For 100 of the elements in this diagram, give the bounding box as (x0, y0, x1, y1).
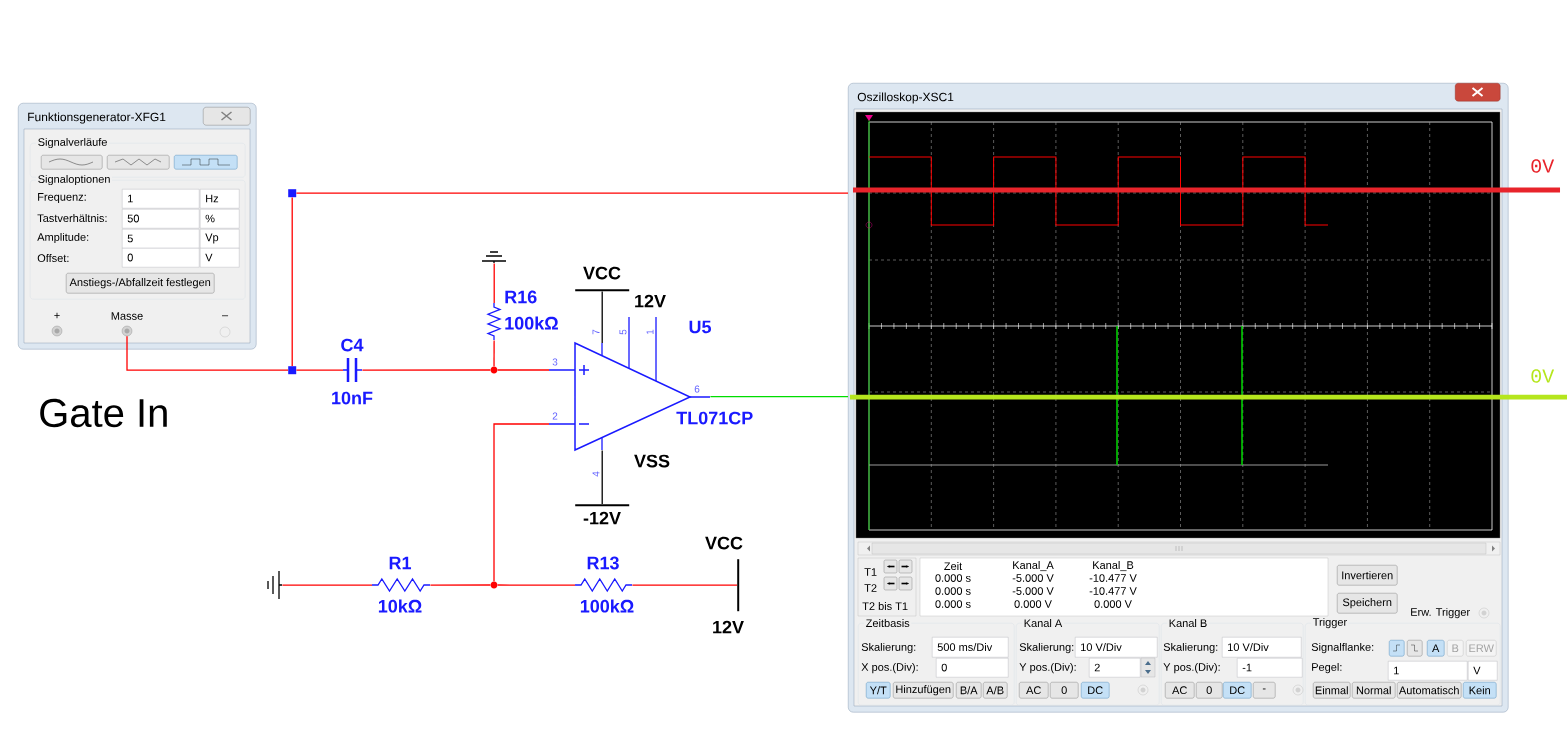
input-field: V (1468, 661, 1498, 681)
supply-value: 12V (635, 294, 666, 308)
button: DC (1223, 682, 1252, 699)
button: AC (1165, 682, 1195, 699)
input-field: 0 (936, 658, 1009, 678)
field-label: Skalierung: (861, 642, 916, 654)
node-label: – (221, 315, 229, 317)
cursor-label: T1 (864, 568, 877, 576)
wire (497, 369, 550, 371)
supply-label: VCC (583, 266, 621, 280)
button: A/B (983, 682, 1008, 699)
pin-number: 1 (646, 329, 654, 334)
button: Invertieren (1337, 565, 1398, 586)
input-field: Hz (200, 189, 240, 209)
button: Hinzufügen (893, 682, 954, 699)
button: Einmal (1313, 682, 1351, 699)
pin-number: 3 (552, 358, 558, 366)
wire (361, 369, 491, 371)
input-field: 10 V/Div (1075, 637, 1158, 658)
terminal: Masse (111, 312, 143, 337)
button: ERW (1466, 640, 1497, 657)
component-label: R13 (587, 556, 619, 570)
wire (429, 584, 491, 586)
part-number: TL071CP (676, 411, 753, 425)
readout-value: -5.000 V (1012, 587, 1054, 595)
wire (631, 584, 738, 586)
pin-number: 2 (552, 412, 558, 420)
waveform-button (174, 155, 238, 170)
wire (281, 584, 373, 586)
readout-value: 0.000 s (935, 600, 971, 608)
junction (288, 366, 297, 375)
cursor-label: T2 (864, 584, 877, 592)
button: AC (1019, 682, 1049, 699)
readout-value: 0.000 V (1014, 600, 1052, 608)
component-label: C4 (341, 338, 364, 352)
wire (601, 290, 603, 344)
input-field: -1 (1237, 658, 1303, 678)
edge-button (1407, 640, 1423, 657)
input-field: % (200, 209, 240, 229)
ground-symbol (481, 251, 507, 264)
junction (288, 189, 297, 198)
field-label: Offset: (37, 254, 69, 263)
component-value: 10nF (332, 391, 373, 405)
supply-label: VCC (705, 536, 743, 550)
input-field: 500 ms/Div (932, 637, 1009, 658)
signal-label: Gate In (40, 398, 167, 428)
input-field: 1 (122, 189, 200, 209)
node-label: + (54, 312, 60, 319)
pin-number: 4 (592, 471, 600, 477)
component-label: U5 (689, 320, 711, 334)
component-value: 100kΩ (580, 599, 634, 613)
input-field: V (200, 248, 240, 268)
field-label: Skalierung: (1019, 642, 1074, 654)
column-header: Kanal_A (1013, 560, 1054, 572)
wire (601, 449, 603, 505)
field-label: Frequenz: (38, 193, 86, 203)
readout-value: 0.000 s (935, 574, 971, 582)
ground-symbol (267, 570, 283, 600)
input-field: 10 V/Div (1222, 637, 1302, 658)
readout-value: -10.477 V (1089, 574, 1137, 582)
field-label: Tastverhältnis: (37, 213, 107, 223)
button: 0 (1050, 682, 1079, 699)
input-field: 50 (122, 209, 200, 229)
waveform-button (107, 155, 170, 170)
wire (295, 369, 344, 371)
node-label: Masse (111, 312, 143, 320)
option-label: Erw. Trigger (1411, 607, 1470, 619)
field-label: Y pos.(Div): (1163, 662, 1220, 674)
wire (493, 262, 495, 304)
button: 0 (1196, 682, 1223, 699)
close-button (1455, 83, 1501, 102)
readout-value: -10.477 V (1089, 587, 1137, 595)
readout-value: -5.000 V (1012, 574, 1054, 582)
field-label: X pos.(Div): (861, 662, 918, 674)
supply-value: 12V (713, 620, 744, 634)
button: B (1447, 640, 1464, 657)
button: A (1427, 640, 1445, 657)
readout-value: 0.000 V (1094, 600, 1132, 608)
field-label: Signalflanke: (1311, 642, 1374, 654)
button: B/A (956, 682, 982, 699)
input-field: 5 (122, 229, 200, 249)
button: Anstiegs-/Abfallzeit festlegen (66, 273, 215, 294)
wire (497, 584, 576, 586)
field-label: Amplitude: (37, 232, 89, 244)
button: Speichern (1337, 593, 1398, 614)
column-header: Kanal_B (1093, 560, 1134, 572)
wire (493, 339, 495, 367)
pin-number: 5 (619, 329, 627, 335)
pin-number: 6 (694, 385, 700, 393)
waveform-button (41, 155, 103, 170)
supply-value: -12V (583, 511, 621, 525)
button: - (1253, 682, 1276, 699)
input-field: Vp (200, 229, 240, 249)
wire (493, 423, 550, 582)
terminal: – (219, 315, 231, 338)
wire (126, 335, 289, 371)
column-header: Zeit (944, 561, 963, 571)
input-field: 2 (1089, 658, 1141, 678)
pin-number: 7 (592, 329, 600, 335)
cursor-label: T2 bis T1 (862, 601, 908, 611)
